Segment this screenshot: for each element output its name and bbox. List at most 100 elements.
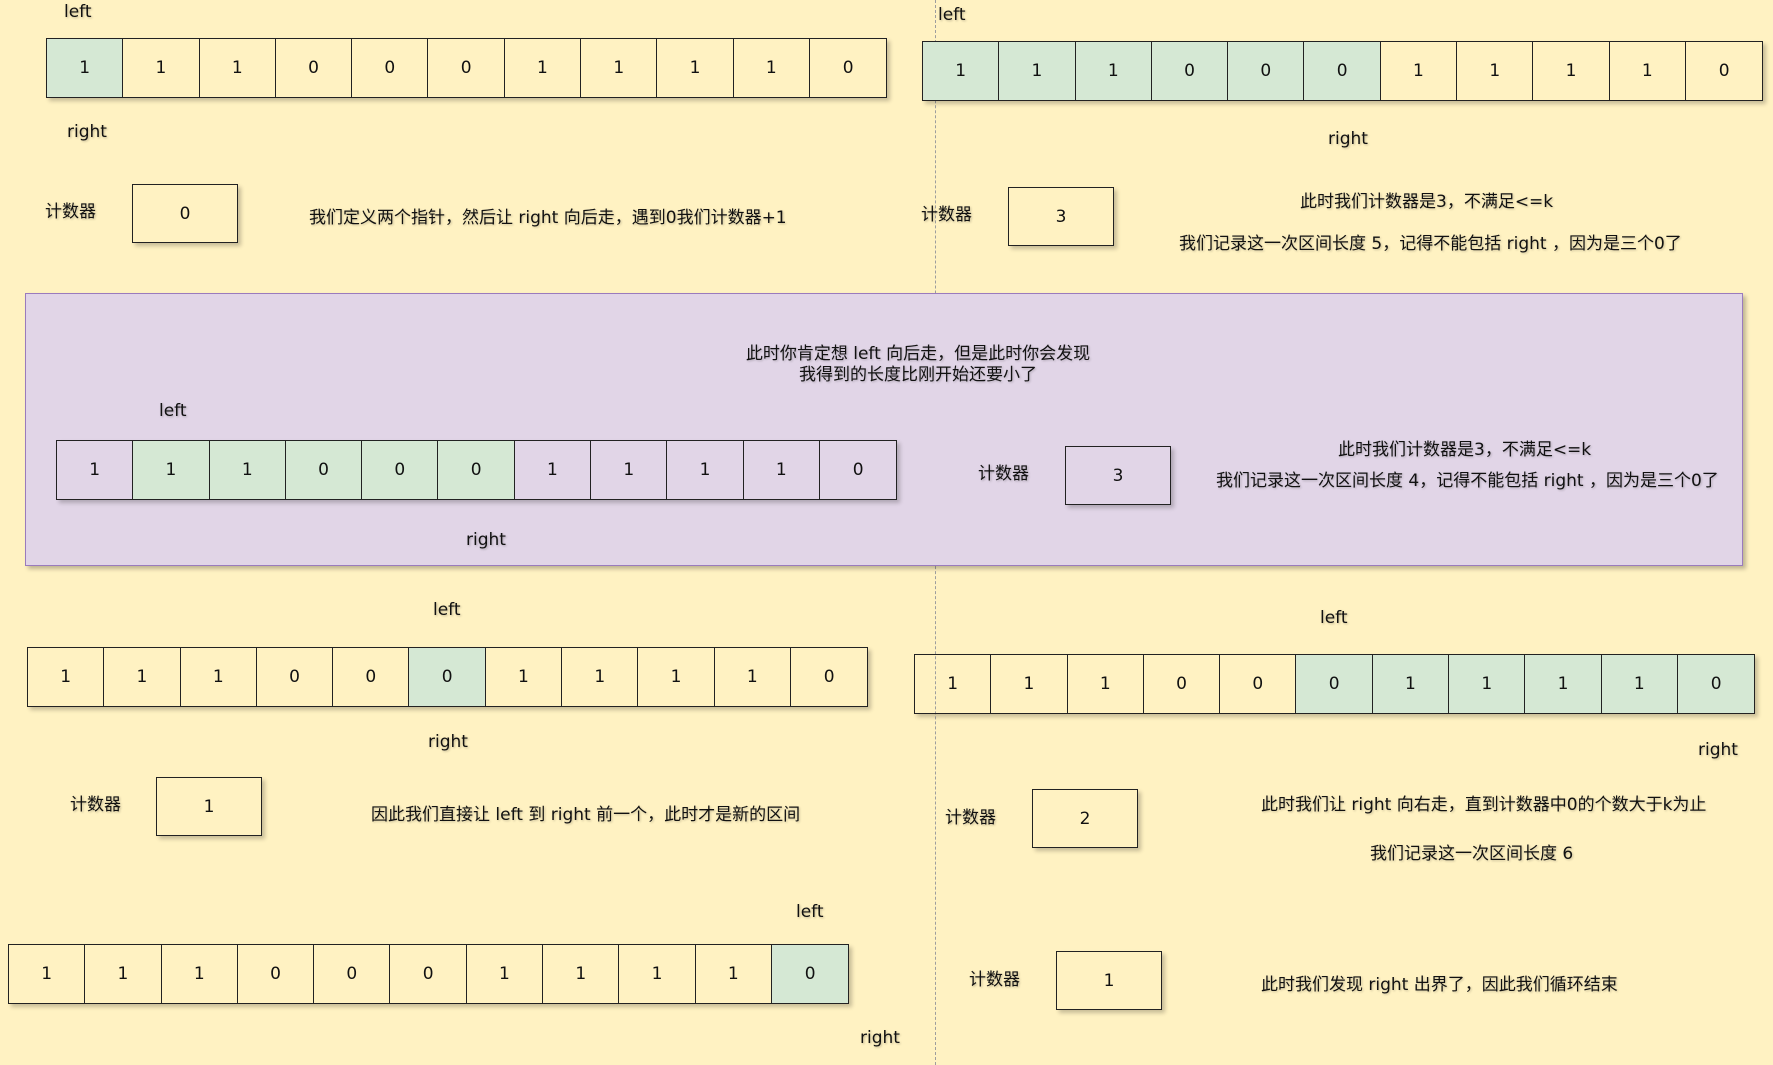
counter-box: 1 bbox=[1056, 951, 1162, 1010]
left-pointer-label: left bbox=[796, 902, 824, 922]
counter-label: 计数器 bbox=[978, 464, 1029, 484]
array-cell: 1 bbox=[9, 945, 86, 1003]
step-note: 此时我们计数器是3，不满足<=k bbox=[1338, 440, 1592, 460]
array-cell: 1 bbox=[200, 39, 276, 97]
left-pointer-label: left bbox=[159, 401, 187, 421]
array-cell: 1 bbox=[486, 648, 563, 706]
array-cell: 1 bbox=[734, 39, 810, 97]
array-cell: 1 bbox=[999, 42, 1076, 100]
left-pointer-label: left bbox=[938, 5, 966, 25]
array-cell: 1 bbox=[744, 441, 820, 499]
array-cell: 0 bbox=[333, 648, 410, 706]
array-cell: 1 bbox=[1372, 655, 1450, 713]
array-cell: 0 bbox=[352, 39, 429, 97]
array-cell: 1 bbox=[209, 441, 286, 499]
step-note: 我们定义两个指针，然后让 right 向后走，遇到0我们计数器+1 bbox=[309, 208, 787, 228]
array-cell: 0 bbox=[1296, 655, 1373, 713]
step-note: 我们记录这一次区间长度 5，记得不能包括 right ，因为是三个0了 bbox=[1179, 234, 1682, 254]
array-cell: 1 bbox=[667, 441, 744, 499]
highlight-panel bbox=[25, 293, 1743, 566]
array-cell: 0 bbox=[238, 945, 315, 1003]
array-cell: 1 bbox=[1068, 655, 1144, 713]
array-cell: 1 bbox=[1525, 655, 1602, 713]
array-cell: 0 bbox=[438, 441, 515, 499]
array-cell: 1 bbox=[57, 441, 134, 499]
array-cell: 1 bbox=[85, 945, 162, 1003]
counter-label: 计数器 bbox=[969, 970, 1020, 990]
step-note: 此时我们让 right 向右走，直到计数器中0的个数大于k为止 bbox=[1261, 795, 1707, 815]
array-cell: 0 bbox=[362, 441, 439, 499]
array-cell: 0 bbox=[1228, 42, 1305, 100]
array-cell: 0 bbox=[1144, 655, 1221, 713]
array-cell: 1 bbox=[923, 42, 1000, 100]
step-note: 我们记录这一次区间长度 4，记得不能包括 right ，因为是三个0了 bbox=[1216, 471, 1719, 491]
array-cell: 1 bbox=[162, 945, 238, 1003]
array-cell: 0 bbox=[852, 460, 864, 480]
array-cell: 1 bbox=[657, 39, 734, 97]
counter-box: 2 bbox=[1032, 789, 1138, 848]
array-cell: 1 bbox=[991, 655, 1068, 713]
left-pointer-label: left bbox=[433, 600, 461, 620]
counter-label: 计数器 bbox=[921, 205, 972, 225]
array-cell: 1 bbox=[123, 39, 200, 97]
right-pointer-label: right bbox=[428, 732, 468, 752]
right-pointer-label: right bbox=[860, 1028, 900, 1048]
array-cell: 0 bbox=[1220, 655, 1297, 713]
array-cell: 0 bbox=[1677, 655, 1755, 713]
array-cell: 1 bbox=[619, 945, 696, 1003]
array-cell: 1 bbox=[1533, 42, 1610, 100]
array-cell: 0 bbox=[842, 58, 854, 78]
array-cell: 0 bbox=[428, 39, 505, 97]
array-cell: 0 bbox=[1718, 61, 1730, 81]
array-cell: 0 bbox=[1304, 42, 1381, 100]
counter-label: 计数器 bbox=[945, 808, 996, 828]
array-cell: 0 bbox=[823, 667, 835, 687]
counter-label: 计数器 bbox=[45, 202, 96, 222]
array-cell: 1 bbox=[591, 441, 668, 499]
panel-title-line: 我得到的长度比刚开始还要小了 bbox=[799, 365, 1037, 385]
array-cell: 1 bbox=[1381, 42, 1458, 100]
right-pointer-label: right bbox=[1698, 740, 1738, 760]
array-cell: 1 bbox=[1601, 655, 1678, 713]
array-cell: 1 bbox=[104, 648, 181, 706]
array-cell: 1 bbox=[515, 441, 592, 499]
array-cell: 1 bbox=[133, 441, 210, 499]
array-cell: 1 bbox=[696, 945, 772, 1003]
array-cell: 1 bbox=[1457, 42, 1534, 100]
step-note: 因此我们直接让 left 到 right 前一个，此时才是新的区间 bbox=[371, 805, 801, 825]
array-cell: 1 bbox=[581, 39, 658, 97]
array-cell: 1 bbox=[638, 648, 715, 706]
counter-label: 计数器 bbox=[70, 795, 121, 815]
panel-title-line: 此时你肯定想 left 向后走，但是此时你会发现 bbox=[745, 344, 1091, 364]
array-cell: 0 bbox=[1151, 42, 1229, 100]
step-note: 我们记录这一次区间长度 6 bbox=[1370, 844, 1574, 864]
right-pointer-label: right bbox=[67, 122, 107, 142]
array-cell: 1 bbox=[467, 945, 544, 1003]
array-cell: 0 bbox=[314, 945, 391, 1003]
array-cell: 0 bbox=[409, 648, 486, 706]
counter-box: 0 bbox=[132, 184, 238, 243]
right-pointer-label: right bbox=[1328, 129, 1368, 149]
step-note: 此时我们发现 right 出界了，因此我们循环结束 bbox=[1261, 975, 1618, 995]
left-pointer-label: left bbox=[1320, 608, 1348, 628]
counter-box: 3 bbox=[1008, 187, 1114, 246]
array-cell: 0 bbox=[771, 945, 849, 1003]
array-cell: 1 bbox=[562, 648, 639, 706]
array-cell: 1 bbox=[915, 655, 992, 713]
array-cell: 1 bbox=[47, 39, 124, 97]
array-cell: 1 bbox=[1075, 42, 1152, 100]
array-cell: 1 bbox=[28, 648, 105, 706]
array-cell: 0 bbox=[257, 648, 334, 706]
array-cell: 1 bbox=[1449, 655, 1526, 713]
array-cell: 0 bbox=[276, 39, 353, 97]
right-pointer-label: right bbox=[466, 530, 506, 550]
array-cell: 0 bbox=[390, 945, 467, 1003]
array-cell: 1 bbox=[505, 39, 582, 97]
